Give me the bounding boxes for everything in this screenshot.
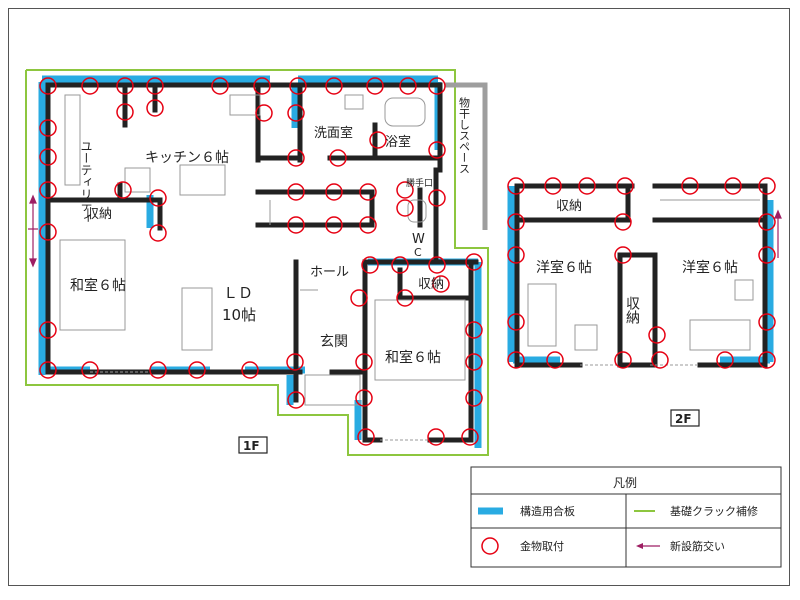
room-western-left: 洋室６帖 <box>536 259 592 276</box>
legend-hardware-symbol <box>481 537 499 555</box>
drying-space-line <box>445 82 488 230</box>
room-japanese-right: 和室６帖 <box>385 349 441 366</box>
floor-2: 収納 洋室６帖 洋室６帖 収納 2F <box>507 177 782 427</box>
room-storage-mid-2f: 収納 <box>624 296 640 325</box>
room-storage-top-2f: 収納 <box>556 199 582 214</box>
hardware-1f <box>39 77 483 446</box>
walls-2f <box>514 183 768 368</box>
floor-2-tag: 2F <box>675 412 692 426</box>
room-ld-size: 10帖 <box>222 306 256 324</box>
thin-lines-1f <box>59 94 466 441</box>
room-storage-left: 収納 <box>86 207 112 222</box>
legend-foundation-label: 基礎クラック補修 <box>670 504 758 518</box>
room-ld: ＬＤ <box>223 284 253 302</box>
walls-1f <box>45 82 479 443</box>
room-utility: ユーティリティ <box>79 140 93 224</box>
floor-2-tag-box <box>670 409 700 427</box>
room-washroom: 洗面室 <box>314 125 353 141</box>
legend-plywood-label: 構造用合板 <box>520 504 575 518</box>
room-back-door: 勝手口 <box>406 177 433 189</box>
room-western-right: 洋室６帖 <box>682 259 738 276</box>
room-wc-c: C <box>414 246 422 259</box>
drying-space-label: 物干しスペース <box>458 96 471 174</box>
foundation-outline-1f <box>25 69 489 456</box>
legend-bracing-label: 新設筋交い <box>670 539 725 553</box>
floor-1-tag: 1F <box>243 439 260 453</box>
room-hall: ホール <box>310 265 349 280</box>
bracing-2f <box>774 209 782 258</box>
room-wc-w: W <box>412 232 425 247</box>
drawing-frame <box>8 8 790 586</box>
floor-1-tag-box <box>238 436 268 454</box>
bracing-1f <box>28 194 38 268</box>
floor-1: ユーティリティ キッチン６帖 洗面室 浴室 収納 ＬＤ 10帖 和室６帖 ホール… <box>25 69 489 456</box>
thin-lines-2f <box>527 199 760 366</box>
room-bathroom: 浴室 <box>385 134 411 150</box>
legend-bracing-arrowhead <box>636 543 643 549</box>
legend: 凡例 構造用合板 基礎クラック補修 金物取付 新設筋交い <box>470 466 782 568</box>
legend-title: 凡例 <box>613 476 637 490</box>
room-japanese-left: 和室６帖 <box>70 277 126 294</box>
room-entrance: 玄関 <box>320 333 348 350</box>
legend-hardware-label: 金物取付 <box>520 539 564 553</box>
hardware-2f <box>507 177 776 369</box>
room-storage-mid: 収納 <box>418 277 444 292</box>
room-kitchen: キッチン６帖 <box>145 150 229 166</box>
